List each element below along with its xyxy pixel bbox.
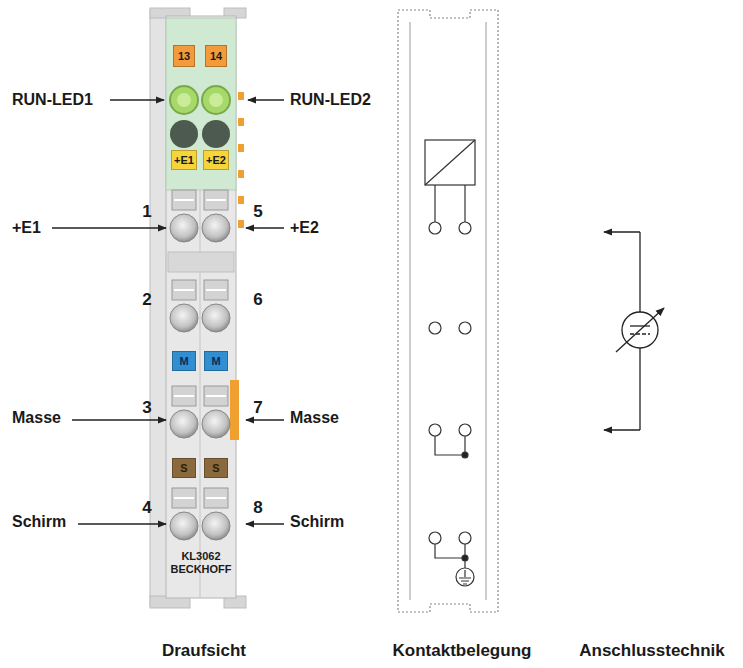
shield-marker: S	[204, 458, 228, 478]
view-caption: Anschlusstechnik	[579, 642, 725, 661]
spring-terminal	[168, 190, 234, 540]
terminal-number-plate: 13	[173, 45, 195, 67]
marker-text: +E1	[174, 155, 194, 166]
type-label: KL3062	[181, 550, 220, 562]
shield-marker: S	[172, 458, 196, 478]
marker-text: M	[211, 356, 220, 367]
led-label: RUN-LED1	[12, 91, 93, 109]
pin-number: 6	[253, 291, 262, 310]
pin-number: 4	[142, 499, 151, 518]
contact-schematic	[398, 10, 498, 612]
signal-name: +E1	[12, 219, 41, 237]
marker-text: S	[180, 463, 187, 474]
marker-text: M	[179, 356, 188, 367]
pin-number: 7	[253, 399, 262, 418]
signal-name: Schirm	[12, 513, 66, 531]
sensor-symbol	[604, 232, 664, 430]
brand-label: BECKHOFF	[170, 563, 231, 575]
supply-marker: +E1	[171, 150, 197, 170]
ground-marker: M	[172, 351, 196, 371]
view-caption: Draufsicht	[162, 642, 246, 661]
marker-text: 13	[178, 51, 190, 62]
terminal-housing	[150, 8, 246, 608]
pin-number: 8	[253, 499, 262, 518]
view-caption: Kontaktbelegung	[393, 642, 532, 661]
pin-number: 1	[142, 203, 151, 222]
marker-text: 14	[210, 51, 222, 62]
signal-name: +E2	[290, 219, 319, 237]
terminal-number-plate: 14	[205, 45, 227, 67]
marker-text: S	[212, 463, 219, 474]
pin-number: 5	[253, 203, 262, 222]
led-label: RUN-LED2	[290, 91, 371, 109]
signal-name: Masse	[290, 409, 339, 427]
signal-name: Schirm	[290, 513, 344, 531]
pin-number: 3	[142, 399, 151, 418]
leader-arrow	[52, 100, 284, 524]
ground-marker: M	[204, 351, 228, 371]
run-led	[170, 86, 230, 148]
signal-name: Masse	[12, 409, 61, 427]
marker-text: +E2	[206, 155, 226, 166]
supply-marker: +E2	[203, 150, 229, 170]
pin-number: 2	[142, 291, 151, 310]
